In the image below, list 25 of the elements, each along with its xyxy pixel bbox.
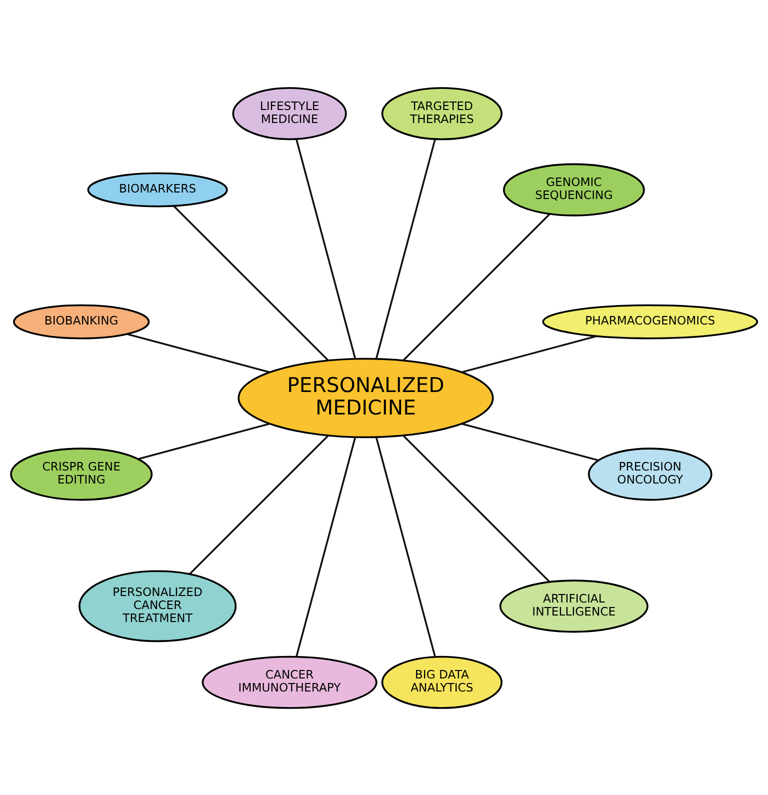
connector [173,204,329,361]
connector [375,436,436,657]
node-ellipse: BIG DATA ANALYTICS [381,655,503,708]
node-ellipse: PERSONALIZED CANCER TREATMENT [78,570,237,642]
node-ellipse: CANCER IMMUNOTHERAPY [202,655,378,708]
connector [402,212,550,361]
node-ellipse: GENOMIC SEQUENCING [502,162,645,216]
connector [402,434,550,582]
connector [188,434,329,574]
connector [126,332,270,373]
connector [296,436,356,656]
node-ellipse: PERSONALIZED MEDICINE [238,357,494,438]
node-ellipse: LIFESTYLE MEDICINE [232,86,347,140]
connector [296,138,356,358]
node-ellipse: TARGETED THERAPIES [381,86,503,140]
node-ellipse: PHARMACOGENOMICS [542,304,758,339]
connector [461,422,599,461]
connector [138,422,270,460]
node-ellipse: BIOMARKERS [87,172,228,207]
node-ellipse: ARTIFICIAL INTELLIGENCE [499,579,648,632]
connector [375,138,436,358]
connector [461,334,597,373]
node-ellipse: BIOBANKING [13,304,150,339]
node-ellipse: CRISPR GENE EDITING [10,447,153,500]
node-ellipse: PRECISION ONCOLOGY [588,447,712,500]
